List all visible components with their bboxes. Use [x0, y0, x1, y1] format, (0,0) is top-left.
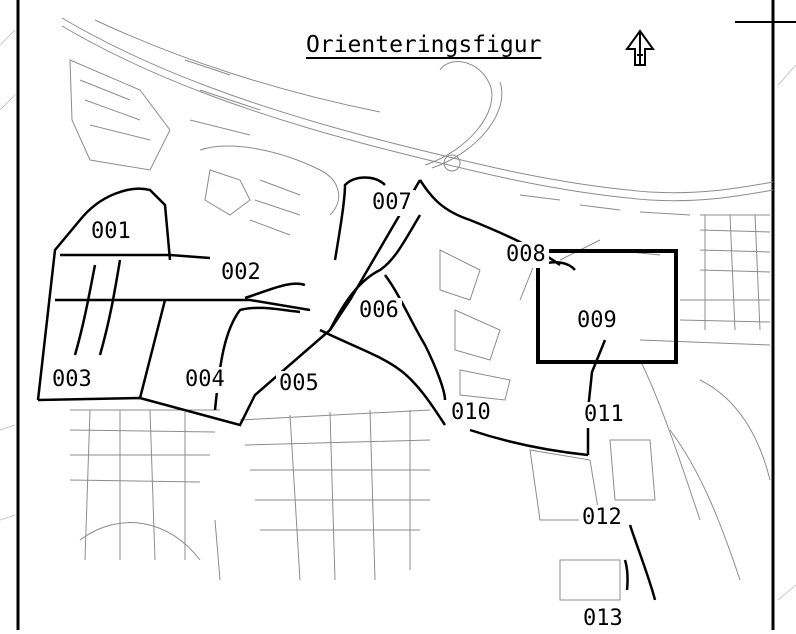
sheet-009-highlight-box [536, 249, 678, 364]
sheet-label-005[interactable]: 005 [276, 371, 322, 397]
map-frame [16, 0, 796, 630]
sheet-label-011[interactable]: 011 [581, 402, 627, 428]
sheet-label-003[interactable]: 003 [49, 367, 95, 393]
sheet-label-001[interactable]: 001 [88, 219, 134, 245]
sheet-label-006[interactable]: 006 [356, 298, 402, 324]
base-map [61, 17, 774, 601]
sheet-label-013[interactable]: 013 [580, 606, 626, 632]
margin-marks [0, 29, 796, 601]
route-lines [36, 176, 657, 601]
sheet-label-002[interactable]: 002 [218, 260, 264, 286]
map-title: Orienteringsfigur [306, 32, 542, 58]
sheet-label-010[interactable]: 010 [448, 400, 494, 426]
sheet-label-007[interactable]: 007 [369, 190, 415, 216]
north-arrow-icon [625, 29, 655, 66]
sheet-label-004[interactable]: 004 [182, 367, 228, 393]
sheet-label-008[interactable]: 008 [503, 242, 549, 268]
sheet-label-012[interactable]: 012 [579, 505, 625, 531]
sheet-label-009[interactable]: 009 [574, 308, 620, 334]
